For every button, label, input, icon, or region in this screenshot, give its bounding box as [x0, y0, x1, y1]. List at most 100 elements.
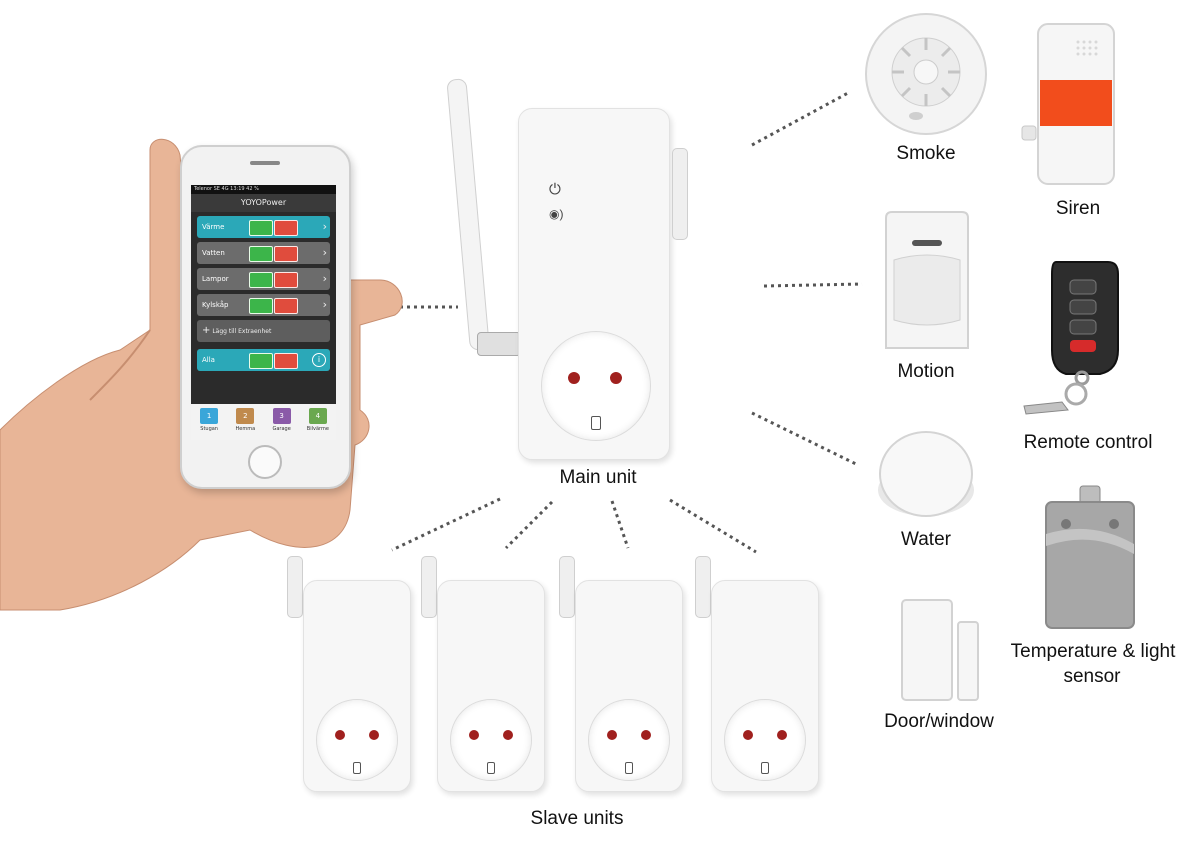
connector-main-slave2 [504, 500, 554, 550]
remote-control-image [1023, 261, 1119, 415]
app-row-label: Alla [202, 356, 215, 364]
chevron-right-icon: › [322, 246, 327, 259]
tab-number: 2 [236, 408, 255, 424]
tab-bilvarme[interactable]: 4 Bilvärme [303, 408, 333, 440]
add-extra-unit-button[interactable]: + Lägg till Extraenhet [197, 320, 330, 342]
tab-garage[interactable]: 3 Garage [267, 408, 297, 440]
switch-off-button[interactable] [274, 220, 298, 236]
switch-on-button[interactable] [249, 220, 273, 236]
slave-unit-socket [316, 699, 398, 781]
switch-off-button[interactable] [274, 353, 298, 369]
socket-pin [503, 730, 513, 740]
switch-on-button[interactable] [249, 246, 273, 262]
connector-main-smoke [751, 91, 849, 147]
app-title: YOYOPower [191, 194, 336, 212]
socket-pin [607, 730, 617, 740]
connector-main-water [751, 411, 859, 467]
temperature-light-sensor-label: sensor [1063, 666, 1121, 687]
plus-icon: + [202, 325, 211, 336]
slave-unit [437, 580, 545, 792]
socket-pin [641, 730, 651, 740]
info-icon[interactable]: i [312, 353, 326, 367]
app-row-varme[interactable]: Värme › [197, 216, 330, 238]
slave-units-label: Slave units [530, 808, 624, 829]
add-extra-unit-label: Lägg till Extraenhet [212, 328, 272, 335]
remote-control-label: Remote control [1023, 432, 1153, 453]
app-row-alla[interactable]: Alla i [197, 349, 330, 371]
phone-status-bar: Telenor SE 4G 13:19 42 % [191, 185, 336, 194]
slave-unit-clip [695, 556, 711, 618]
slave-unit-socket [724, 699, 806, 781]
slave-unit-socket [588, 699, 670, 781]
tab-hemma[interactable]: 2 Hemma [230, 408, 260, 440]
switch-on-button[interactable] [249, 353, 273, 369]
socket-pin [568, 372, 580, 384]
socket-pin [369, 730, 379, 740]
tab-number: 1 [200, 408, 219, 424]
main-unit: ⏻ ◉) [518, 108, 670, 460]
slave-unit [575, 580, 683, 792]
socket-pin [743, 730, 753, 740]
slave-unit-clip [559, 556, 575, 618]
socket-ground [591, 416, 601, 430]
switch-on-button[interactable] [249, 272, 273, 288]
phone-home-button [248, 445, 282, 479]
socket-ground [761, 762, 769, 774]
motion-sensor-image [885, 211, 969, 349]
app-bottom-tabs: 1 Stugan 2 Hemma 3 Garage 4 Bilvärme [191, 404, 336, 440]
tab-label: Garage [272, 426, 291, 432]
power-icon: ⏻ [549, 181, 561, 198]
switch-on-button[interactable] [249, 298, 273, 314]
water-label: Water [901, 529, 951, 550]
app-row-label: Värme [202, 223, 225, 231]
app-row-label: Vatten [202, 249, 225, 257]
tab-label: Bilvärme [306, 426, 329, 432]
app-row-lampor[interactable]: Lampor › [197, 268, 330, 290]
door-window-sensor-image [901, 599, 979, 701]
smoke-label: Smoke [896, 143, 956, 164]
siren-label: Siren [1055, 198, 1101, 219]
connector-main-slave1 [391, 497, 501, 552]
app-row-label: Kylskåp [202, 301, 229, 309]
app-row-kylskap[interactable]: Kylskåp › [197, 294, 330, 316]
socket-ground [487, 762, 495, 774]
slave-unit-clip [287, 556, 303, 618]
slave-unit [303, 580, 411, 792]
chevron-right-icon: › [322, 220, 327, 233]
smoke-detector-image [865, 13, 987, 135]
siren-image [1021, 23, 1115, 185]
main-unit-antenna-joint [477, 332, 521, 356]
main-unit-clip [672, 148, 688, 240]
connector-main-motion [763, 282, 863, 288]
switch-off-button[interactable] [274, 298, 298, 314]
slave-unit-socket [450, 699, 532, 781]
phone-app-screen: Telenor SE 4G 13:19 42 % YOYOPower Värme… [191, 185, 336, 440]
wireless-signal-icon: ◉) [549, 207, 564, 221]
connector-main-slave3 [610, 500, 630, 549]
temperature-light-sensor-image [1045, 485, 1135, 629]
socket-ground [625, 762, 633, 774]
switch-off-button[interactable] [274, 272, 298, 288]
socket-pin [469, 730, 479, 740]
tab-stugan[interactable]: 1 Stugan [194, 408, 224, 440]
door-window-label: Door/window [884, 711, 994, 732]
motion-label: Motion [897, 361, 955, 382]
socket-pin [610, 372, 622, 384]
tab-label: Hemma [235, 426, 256, 432]
tab-label: Stugan [200, 426, 218, 432]
app-row-label: Lampor [202, 275, 229, 283]
main-unit-label: Main unit [559, 467, 637, 488]
switch-off-button[interactable] [274, 246, 298, 262]
socket-pin [777, 730, 787, 740]
tab-number: 4 [308, 408, 327, 424]
slave-unit-clip [421, 556, 437, 618]
connector-main-slave4 [669, 498, 757, 554]
socket-ground [353, 762, 361, 774]
main-unit-socket [541, 331, 651, 441]
socket-pin [335, 730, 345, 740]
tab-number: 3 [272, 408, 291, 424]
app-row-vatten[interactable]: Vatten › [197, 242, 330, 264]
slave-unit [711, 580, 819, 792]
phone-speaker [250, 161, 280, 165]
